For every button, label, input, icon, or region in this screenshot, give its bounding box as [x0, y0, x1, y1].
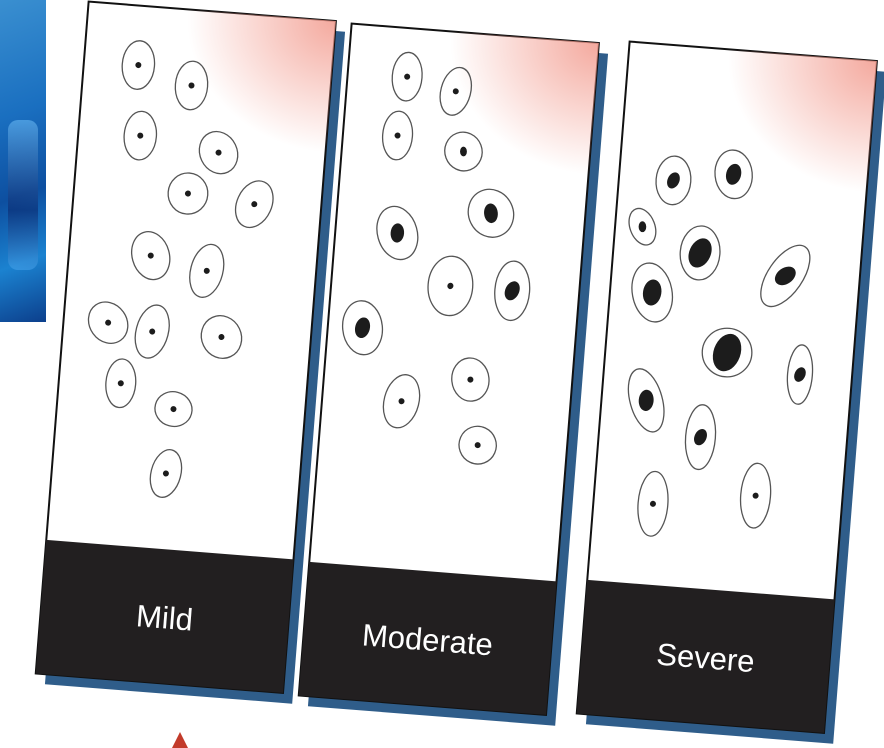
tint — [612, 42, 876, 281]
tint — [334, 24, 598, 263]
tint — [71, 2, 335, 241]
panel-severe: Severe — [576, 42, 884, 744]
red-mark — [172, 732, 188, 748]
panel-label-mild: Mild — [135, 598, 194, 637]
nucleus — [475, 442, 481, 448]
panel-moderate: Moderate — [298, 24, 609, 726]
panel-mild: Mild — [35, 2, 346, 704]
